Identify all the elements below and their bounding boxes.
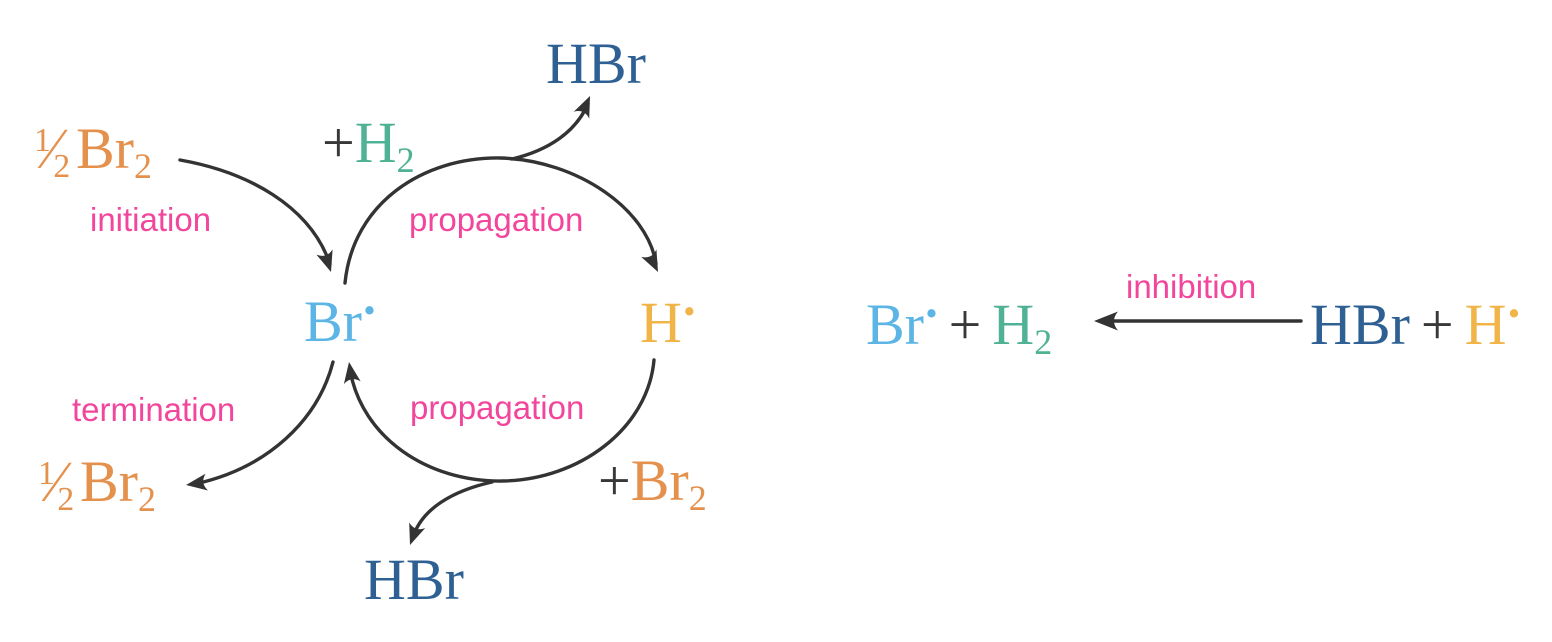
propagation-bottom-arc-arrow [343,358,656,483]
propagation-top-label: propagation [409,201,584,238]
termination-arrow [186,360,335,491]
br-radical-dot: • [925,293,938,333]
br-radical-base: Br [866,292,924,357]
h2-base: H [992,292,1035,357]
hbr-top-branch-arrow [510,96,590,161]
inhibition-product-side: Br•+H2 [866,293,1052,361]
br2-subscript: 2 [133,146,152,187]
propagation-top-arc-arrow [343,156,658,285]
h-radical: H• [640,294,695,352]
fraction-slash: ⁄ [47,116,58,181]
fraction-denominator: 2 [53,147,71,185]
half-br2-termination-product: 1⁄2Br2 [38,453,156,518]
br2-base: Br [75,116,134,181]
hbr-bottom-branch-arrow [409,480,494,545]
br2-base: Br [79,449,138,514]
plus-h2-coreactant: +H2 [322,114,415,179]
plus-br2-coreactant: +Br2 [598,452,707,517]
br-radical: Br• [304,293,376,351]
plus-sign: + [598,448,631,513]
br2-base: Br [630,448,689,513]
h-radical-dot: • [683,291,696,331]
hbr-product-top: HBr [546,31,646,96]
h-radical-dot: • [1507,293,1521,333]
fraction-denominator: 2 [57,480,75,518]
initiation-arrow [178,158,333,272]
br2-subscript: 2 [137,479,156,520]
plus-sign: + [948,292,982,357]
inhibition-label: inhibition [1126,268,1257,305]
plus-sign: + [1420,292,1454,357]
initiation-label: initiation [90,201,212,238]
plus-sign: + [322,110,355,175]
propagation-bottom-label: propagation [410,389,585,426]
half-br2-reactant: 1⁄2Br2 [34,120,152,185]
br-radical-base: Br [304,289,362,354]
h2-subscript: 2 [1034,322,1053,363]
h2-subscript: 2 [396,140,415,181]
fraction-numerator: 1 [38,455,55,493]
h-radical-base: H [640,290,682,355]
termination-label: termination [72,391,236,428]
br2-subscript: 2 [688,478,707,519]
h2-base: H [354,110,397,175]
hbr-formula: HBr [1310,292,1410,357]
fraction-slash: ⁄ [51,449,62,514]
fraction-numerator: 1 [34,122,51,160]
hbr-product-bottom: HBr [364,547,464,612]
inhibition-arrow [1094,311,1303,331]
inhibition-reactant-side: HBr+H• [1310,296,1520,354]
h-radical-base: H [1464,292,1507,357]
br-radical-dot: • [363,290,376,330]
